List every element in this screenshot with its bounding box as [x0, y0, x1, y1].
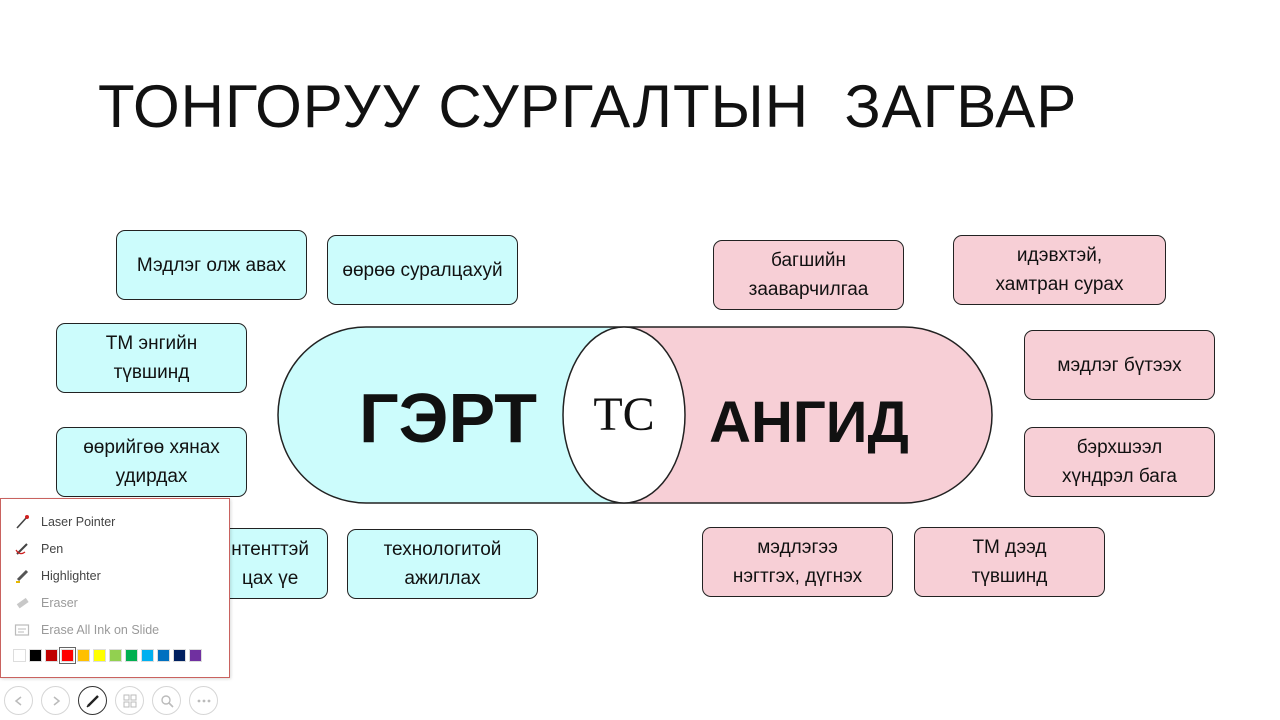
menu-item-label: Highlighter [41, 569, 101, 583]
center-pill-diagram: ГЭРТ ТС АНГИД [277, 326, 993, 504]
erase-all-icon [13, 621, 31, 639]
next-slide-icon[interactable] [41, 686, 70, 715]
pen-icon [13, 540, 31, 558]
previous-slide-icon[interactable] [4, 686, 33, 715]
center-ellipse [562, 326, 686, 504]
home-box-knowledge: Мэдлэг олж авах [116, 230, 307, 300]
zoom-icon[interactable] [152, 686, 181, 715]
class-label: АНГИД [709, 390, 909, 455]
ink-color-swatch[interactable] [109, 649, 122, 662]
menu-item-label: Laser Pointer [41, 515, 116, 529]
menu-item-label: Erase All Ink on Slide [41, 623, 160, 637]
see-all-slides-icon[interactable] [115, 686, 144, 715]
class-half [625, 327, 992, 503]
pen-tools-icon[interactable] [78, 686, 107, 715]
home-box-low-level: ТМ энгийн түвшинд [56, 323, 247, 393]
ink-color-swatch[interactable] [13, 649, 26, 662]
ink-color-swatch[interactable] [157, 649, 170, 662]
menu-item-laser-pointer[interactable]: Laser Pointer [1, 510, 229, 534]
home-label: ГЭРТ [359, 379, 537, 457]
home-box-self-learning: өөрөө суралцахуй [327, 235, 518, 305]
ink-color-palette [13, 647, 202, 664]
ink-color-swatch[interactable] [173, 649, 186, 662]
ink-color-swatch[interactable] [93, 649, 106, 662]
slideshow-navigation-bar [4, 686, 218, 715]
class-box-high-level: ТМ дээд түвшинд [914, 527, 1105, 597]
more-options-icon[interactable] [189, 686, 218, 715]
ink-color-swatch[interactable] [141, 649, 154, 662]
ink-color-swatch[interactable] [45, 649, 58, 662]
pen-tools-menu: Laser Pointer Pen Highlighter Eraser Era… [0, 498, 230, 678]
class-box-build-knowledge: мэдлэг бүтээх [1024, 330, 1215, 400]
ink-color-swatch[interactable] [189, 649, 202, 662]
menu-item-highlighter[interactable]: Highlighter [1, 564, 229, 588]
home-box-self-control: өөрийгөө хянах удирдах [56, 427, 247, 497]
center-label: ТС [593, 388, 654, 441]
home-box-technology: технологитой ажиллах [347, 529, 538, 599]
ink-color-swatch[interactable] [125, 649, 138, 662]
class-box-synthesize: мэдлэгээ нэгтгэх, дүгнэх [702, 527, 893, 597]
ink-color-swatch[interactable] [29, 649, 42, 662]
highlighter-icon [13, 567, 31, 585]
ink-color-swatch[interactable] [59, 647, 76, 664]
menu-item-label: Eraser [41, 596, 78, 610]
laser-pointer-icon [13, 513, 31, 531]
pill-outline [277, 326, 993, 504]
menu-item-pen[interactable]: Pen [1, 537, 229, 561]
eraser-icon [13, 594, 31, 612]
ink-color-swatch[interactable] [77, 649, 90, 662]
menu-item-label: Pen [41, 542, 64, 556]
menu-item-erase-all[interactable]: Erase All Ink on Slide [1, 618, 229, 642]
menu-item-eraser[interactable]: Eraser [1, 591, 229, 615]
slide-title: ТОНГОРУУ СУРГАЛТЫН ЗАГВАР [98, 73, 1078, 140]
class-box-few-difficulties: бэрхшээл хүндрэл бага [1024, 427, 1215, 497]
class-box-active-learning: идэвхтэй, хамтран сурах [953, 235, 1166, 305]
class-box-teacher-guidance: багшийн зааварчилгаа [713, 240, 904, 310]
